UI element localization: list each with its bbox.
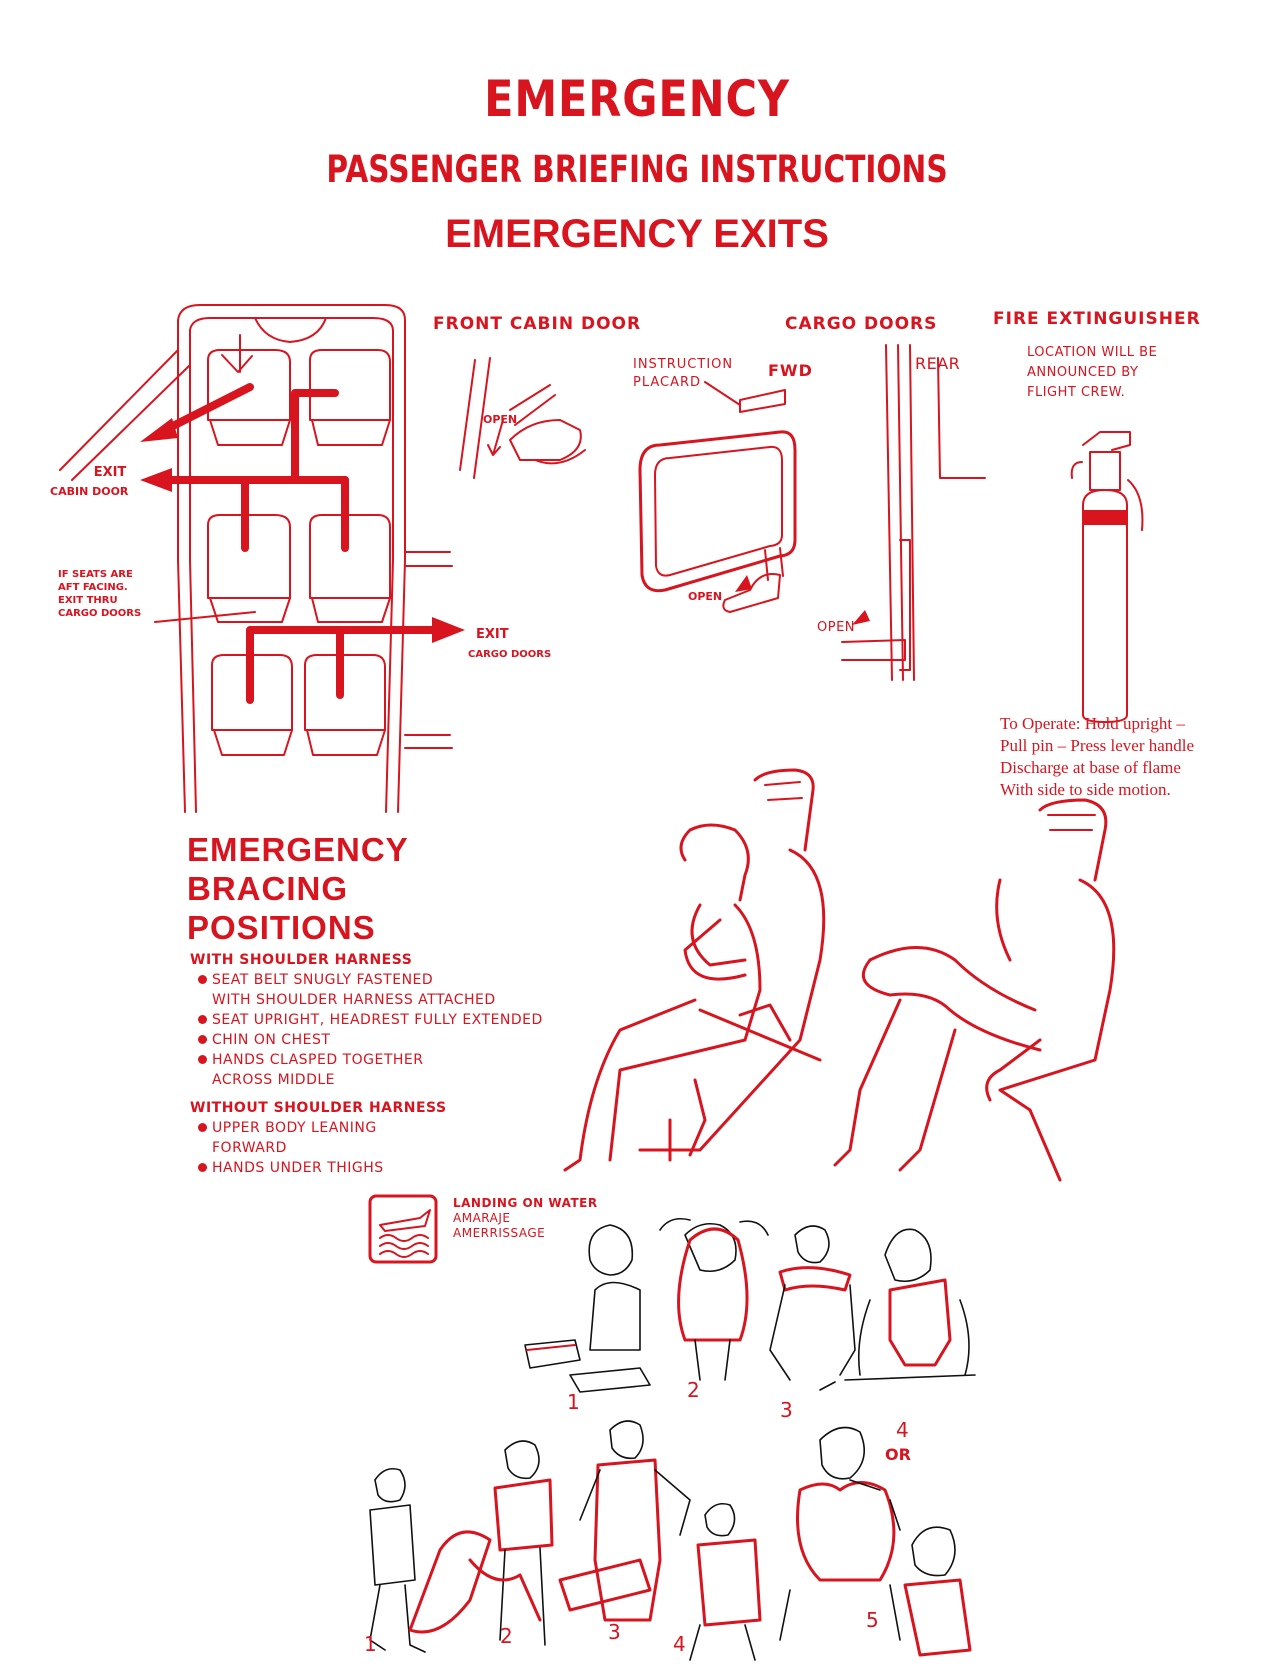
front-cabin-door-label: FRONT CABIN DOOR (433, 314, 642, 334)
exit-cabin-label-1: EXIT (93, 465, 127, 480)
exit-cargo-label-2: CARGO DOORS (468, 649, 552, 660)
page-subtitle: PASSENGER BRIEFING INSTRUCTIONS (326, 148, 948, 191)
exit-cabin-label-2: CABIN DOOR (50, 485, 129, 498)
landing-on-water-label: LANDING ON WATER (453, 1196, 598, 1210)
step-bottom-1: 1 (364, 1632, 377, 1656)
step-bottom-2: 2 (500, 1624, 513, 1648)
aft-facing-note: IF SEATS ARE AFT FACING. EXIT THRU CARGO… (58, 569, 142, 619)
amaraje-label: AMARAJE (453, 1211, 511, 1225)
open-label-fwd: OPEN (688, 590, 723, 603)
page-title: EMERGENCY (484, 70, 790, 128)
fwd-label: FWD (768, 361, 813, 380)
step-top-1: 1 (567, 1390, 580, 1414)
step-top-4: 4 (896, 1418, 909, 1442)
amerrissage-label: AMERRISSAGE (453, 1226, 546, 1240)
fire-extinguisher-label: FIRE EXTINGUISHER (993, 309, 1201, 329)
step-top-3: 3 (780, 1398, 793, 1422)
section-title-exits: EMERGENCY EXITS (445, 212, 829, 256)
exit-cargo-label-1: EXIT (476, 627, 509, 642)
step-bottom-3: 3 (608, 1620, 621, 1644)
step-top-2: 2 (687, 1378, 700, 1402)
cargo-doors-label: CARGO DOORS (785, 314, 938, 334)
rear-label: REAR (915, 354, 961, 373)
bracing-title: EMERGENCY BRACING POSITIONS (187, 831, 409, 946)
step-bottom-4: 4 (673, 1632, 686, 1656)
without-harness-header: WITHOUT SHOULDER HARNESS (190, 1100, 447, 1116)
fire-extinguisher-note: LOCATION WILL BE ANNOUNCED BY FLIGHT CRE… (1027, 345, 1158, 400)
instruction-placard-label: INSTRUCTION PLACARD (633, 357, 734, 390)
bracing-instructions: WITH SHOULDER HARNESS SEAT BELT SNUGLY F… (190, 952, 543, 1176)
with-harness-header: WITH SHOULDER HARNESS (190, 952, 413, 968)
operate-instructions: To Operate: Hold upright – Pull pin – Pr… (1000, 714, 1195, 799)
step-bottom-5: 5 (866, 1608, 879, 1632)
open-label-front: OPEN (483, 413, 518, 426)
open-label-rear: OPEN (817, 620, 856, 635)
or-label: OR (885, 1445, 911, 1464)
